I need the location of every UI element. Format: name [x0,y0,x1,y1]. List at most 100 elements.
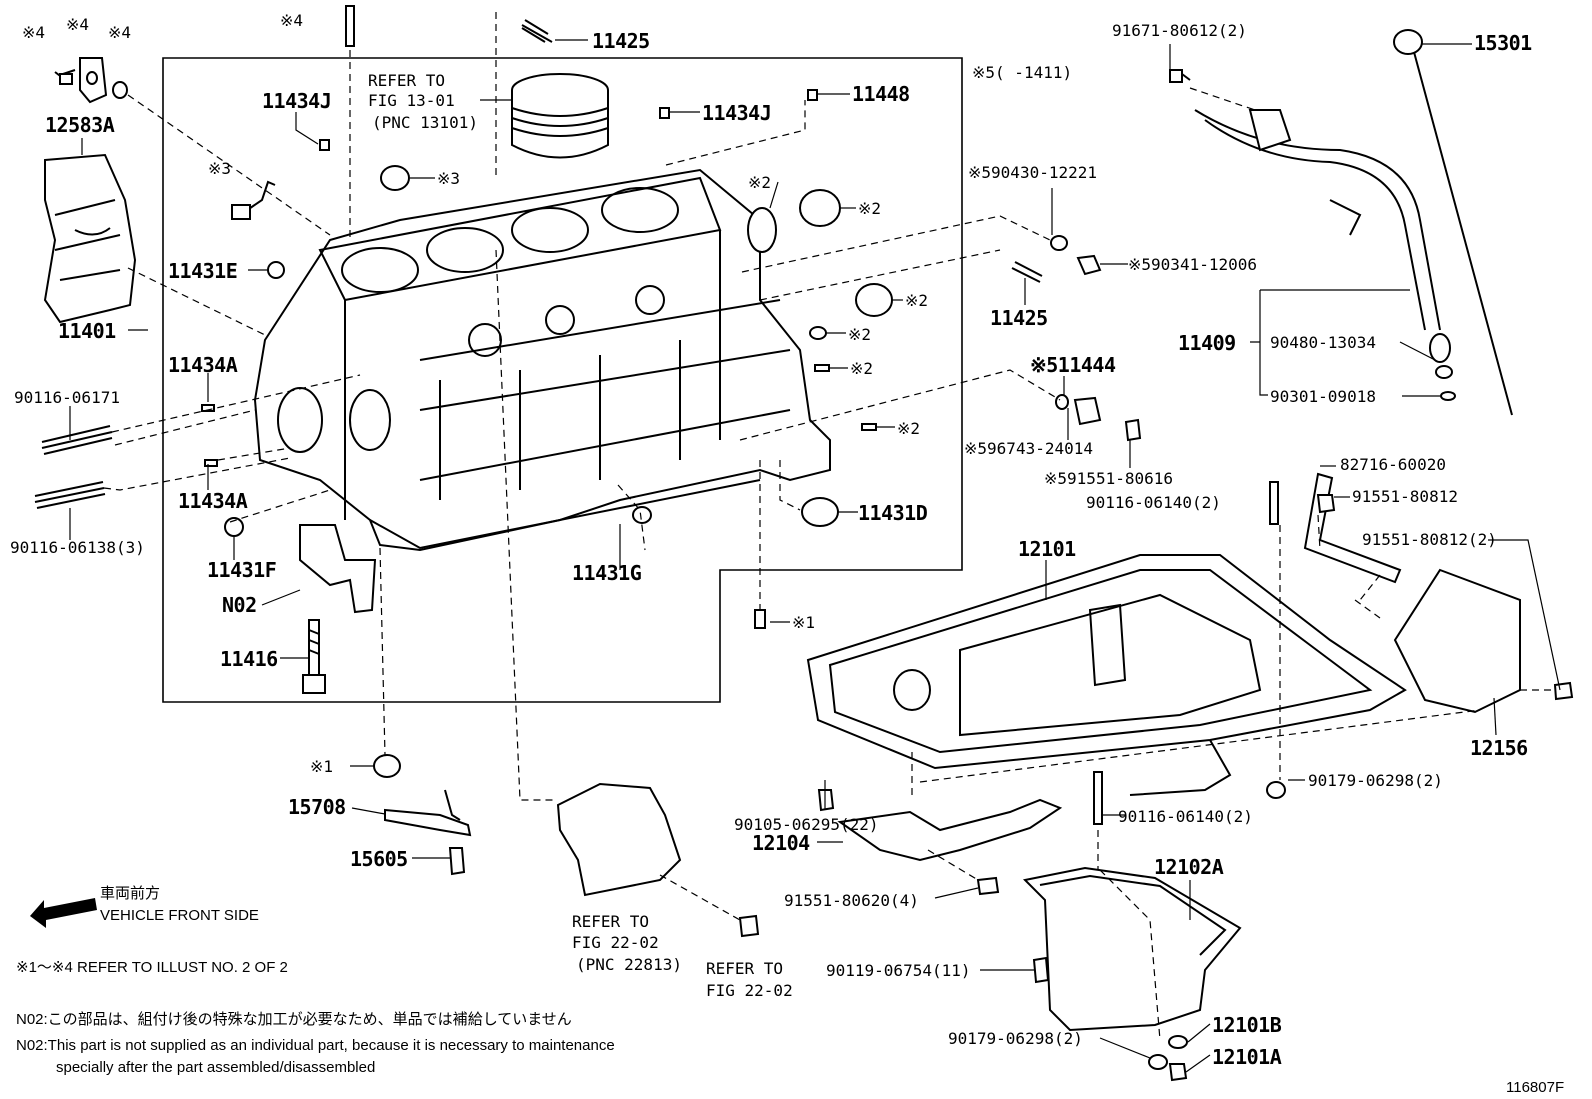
ref-fig2202a-line2: FIG 22-02 [572,933,659,952]
label-90179-06298-bottom: 90179-06298(2) [948,1029,1083,1048]
bracket-82716-60020 [1303,472,1402,584]
stud-ref4-top [345,5,355,47]
stud-90116-06140-a [1269,481,1279,525]
plug-11431f [224,517,244,537]
bolt-ref-fig2202 [738,914,760,938]
oil-pan-12101 [806,554,1407,796]
label-12102a: 12102A [1154,855,1224,879]
ref2-mark-a: ※2 [748,173,771,192]
stud-11425-top [521,19,553,43]
bolt-91551-80812-2 [1553,681,1574,701]
mount-bracket-ref [556,782,682,897]
label-11425-top: 11425 [592,29,650,53]
ref4-mark-a: ※4 [22,23,45,42]
bolt-11416 [302,619,326,694]
label-11434a-bottom: 11434A [178,489,248,513]
ref4-mark-b: ※4 [66,15,89,34]
stud-90116-06138 [34,481,106,509]
note-illust-ref: ※1～※4 REFER TO ILLUST NO. 2 OF 2 [16,959,288,976]
label-90116-06140-bottom: 90116-06140(2) [1118,807,1253,826]
nut-90179-06298-a [1266,781,1286,799]
plug-11431g [632,506,652,524]
switch-11444 [1073,396,1102,426]
ref1-mark-a: ※1 [792,613,815,632]
gasket-96743-24014 [1055,394,1069,410]
ref4-mark-d: ※4 [280,11,303,30]
ref-fig1301-line2: FIG 13-01 [368,91,455,110]
pin-11434a-b [204,459,218,467]
washer-90430-12221 [1050,235,1068,251]
label-12101a: 12101A [1212,1045,1282,1069]
bolt-91551-80620 [976,876,1000,896]
oil-pan-no2-12102a [1022,866,1242,1032]
plug-ref2-b [799,189,841,227]
plug-11434j-right [659,107,670,119]
bolt-15605 [448,847,466,876]
label-11409: 11409 [1178,331,1236,355]
plug-ref2-d [809,326,827,340]
insulator-12583a [43,153,137,324]
plug-11431e [267,261,285,279]
parts-ref4-topleft [54,57,128,104]
ref-fig2202b-line1: REFER TO [706,959,783,978]
sensor-ref3-body [231,204,251,220]
figure-id: 116807F [1506,1079,1564,1096]
label-90179-06298-top: 90179-06298(2) [1308,771,1443,790]
leader-lines [69,39,1561,1073]
bearing-cap-n02 [299,524,377,614]
label-11416: 11416 [220,647,278,671]
ref5-range: ※5( -1411) [972,63,1072,82]
piston-reference [511,73,609,159]
bolt-91671-80612 [1169,69,1191,83]
bolt-91551-80812 [1316,494,1336,514]
pin-ref2-e [814,364,830,372]
bolt-90105-06295 [817,789,835,812]
label-90341-12006: ※590341-12006 [1128,255,1257,274]
label-12101b: 12101B [1212,1013,1282,1037]
oil-dipstick-15301 [1393,29,1513,416]
note-n02-en-line1: N02:This part is not supplied as an indi… [16,1037,615,1054]
pin-11434a-a [201,404,215,412]
vehicle-front-arrow-icon [30,898,97,928]
note-n02-jp: N02:この部品は、組付け後の特殊な加工が必要なため、単品では補給していません [16,1011,572,1028]
ref3-mark-b: ※3 [437,169,460,188]
stud-90116-06140-b [1093,771,1103,825]
label-90119-06754: 90119-06754(11) [826,961,971,980]
label-91551-80812-2: 91551-80812(2) [1362,530,1497,549]
label-11431d: 11431D [858,501,928,525]
note-front-jp: 車両前方 [100,885,160,902]
pin-ref1-a [754,609,766,629]
label-11401: 11401 [58,319,116,343]
ref-fig1301-line3: (PNC 13101) [372,113,478,132]
label-96743-24014: ※596743-24014 [964,439,1093,458]
ref-fig2202b-line2: FIG 22-02 [706,981,793,1000]
label-91551-80616: ※591551-80616 [1044,469,1173,488]
bolt-90119-06754 [1032,956,1050,984]
plug-ref1-b [373,754,401,778]
bolt-91551-80616 [1124,418,1142,442]
label-11425-right: 11425 [990,306,1048,330]
pin-ref2-f [861,423,877,431]
label-15605: 15605 [350,847,408,871]
bracket-15708 [384,789,472,837]
stiffener-12156 [1393,568,1521,714]
label-90116-06171: 90116-06171 [14,388,120,407]
assembly-lines [103,12,1555,1041]
plug-ref3 [380,165,410,191]
ref4-mark-c: ※4 [108,23,131,42]
label-15708: 15708 [288,795,346,819]
ref-fig2202a-line3: (PNC 22813) [576,955,682,974]
label-90116-06140-top: 90116-06140(2) [1086,493,1221,512]
ref2-mark-c: ※2 [905,291,928,310]
plug-11448 [807,89,818,101]
ref2-mark-f: ※2 [897,419,920,438]
label-90301-09018: 90301-09018 [1270,387,1376,406]
label-15301: 15301 [1474,31,1532,55]
ref3-mark-a: ※3 [208,159,231,178]
label-11444: ※511444 [1030,353,1116,377]
block-group-frame [162,57,963,703]
label-11434a-top: 11434A [168,353,238,377]
label-11434j-right: 11434J [702,101,771,125]
